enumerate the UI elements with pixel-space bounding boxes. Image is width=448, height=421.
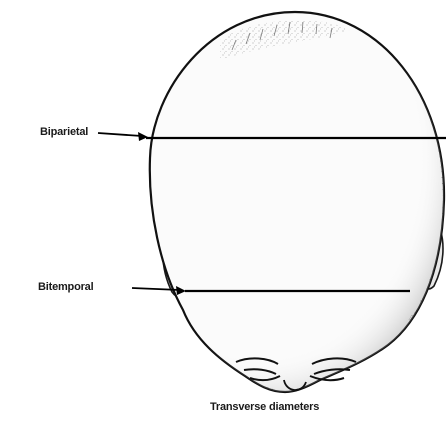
bitemporal-label: Bitemporal	[38, 281, 93, 293]
biparietal-pointer	[98, 133, 142, 136]
biparietal-label: Biparietal	[40, 126, 88, 138]
biparietal-arrowhead	[138, 132, 148, 141]
figure-caption: Transverse diameters	[210, 401, 319, 413]
